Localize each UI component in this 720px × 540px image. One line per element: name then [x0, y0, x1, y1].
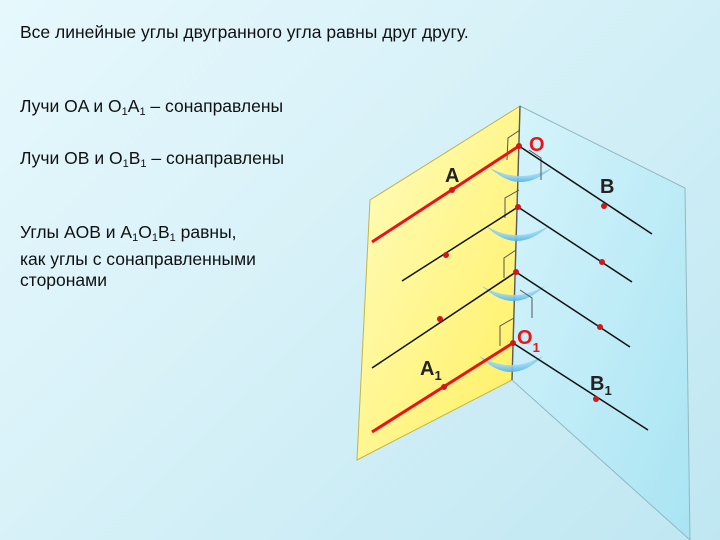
statement-rays-ob-mid: B [128, 148, 141, 168]
point-b [601, 203, 607, 209]
statement-rays-ob: Лучи OB и O1B1 – сонаправлены [20, 148, 284, 175]
subscript: 1 [151, 232, 158, 244]
label-o1: O1 [517, 327, 540, 355]
ray-ob [518, 145, 653, 235]
statement-rays-oa: Лучи OA и O1A1 – сонаправлены [20, 96, 283, 123]
label-o1-sub: 1 [533, 340, 540, 355]
statement-angles-line1-mid2: B [157, 222, 170, 242]
right-angle-mark [519, 289, 533, 318]
statement-rays-oa-post: – сонаправлены [145, 96, 284, 116]
statement-angles-line3: сторонами [20, 270, 107, 290]
right-angle-mark [504, 189, 520, 218]
statement-rays-ob-post: – сонаправлены [146, 148, 285, 168]
right-angle-mark [528, 149, 542, 180]
label-o: O [529, 134, 545, 156]
label-b1: B1 [590, 373, 612, 398]
linear-angle-ray [371, 271, 517, 369]
point [437, 316, 443, 322]
point-o [516, 143, 522, 149]
subscript: 1 [132, 232, 139, 244]
linear-angle-ray [517, 206, 633, 283]
title-text: Все линейные углы двугранного угла равны… [20, 22, 469, 42]
point [599, 259, 605, 265]
left-half-plane [356, 105, 521, 461]
label-a1-letter: A [420, 358, 434, 380]
label-b1-letter: B [590, 373, 604, 395]
point-o1 [510, 340, 516, 346]
angle-arc [479, 356, 543, 372]
label-b1-sub: 1 [604, 383, 611, 398]
label-a: A [445, 165, 459, 187]
subscript: 1 [169, 232, 176, 244]
subscript: 1 [140, 158, 147, 170]
point-vertex [513, 269, 519, 275]
label-a1: A1 [420, 358, 442, 383]
linear-angle-ray [515, 271, 631, 348]
label-o1-letter: O [517, 327, 533, 349]
right-half-plane [511, 105, 691, 540]
angle-arc [490, 168, 552, 182]
statement-angles-line1-post: равны, [175, 222, 237, 242]
statement-rays-ob-pre: Лучи OB и O [20, 148, 123, 168]
point-a [449, 187, 455, 193]
angle-arc [482, 286, 545, 301]
angle-arc [486, 226, 549, 241]
point-b1 [593, 396, 599, 402]
statement-rays-oa-mid: A [127, 96, 140, 116]
dihedral-edge [511, 105, 521, 381]
subscript: 1 [122, 158, 129, 170]
label-b: B [600, 176, 614, 198]
linear-angle-ray [401, 206, 519, 282]
point-vertex [515, 204, 521, 210]
right-angle-mark [499, 317, 515, 346]
point [443, 252, 449, 258]
statement-rays-oa-pre: Лучи OA и O [20, 96, 122, 116]
subscript: 1 [121, 106, 128, 118]
point-a1 [441, 384, 447, 390]
ray-oa [371, 144, 520, 244]
ray-o1b1 [512, 342, 649, 431]
statement-angles-line2: как углы с сонаправленными [20, 249, 256, 269]
statement-angles-line1-mid1: O [138, 222, 152, 242]
statement-angles-equal: Углы AOB и A1O1B1 равны,как углы с сонап… [20, 222, 360, 291]
right-angle-mark [503, 249, 517, 278]
point [597, 324, 603, 330]
label-a1-sub: 1 [434, 368, 441, 383]
subscript: 1 [139, 106, 146, 118]
statement-angles-line1-pre: Углы AOB и A [20, 222, 133, 242]
